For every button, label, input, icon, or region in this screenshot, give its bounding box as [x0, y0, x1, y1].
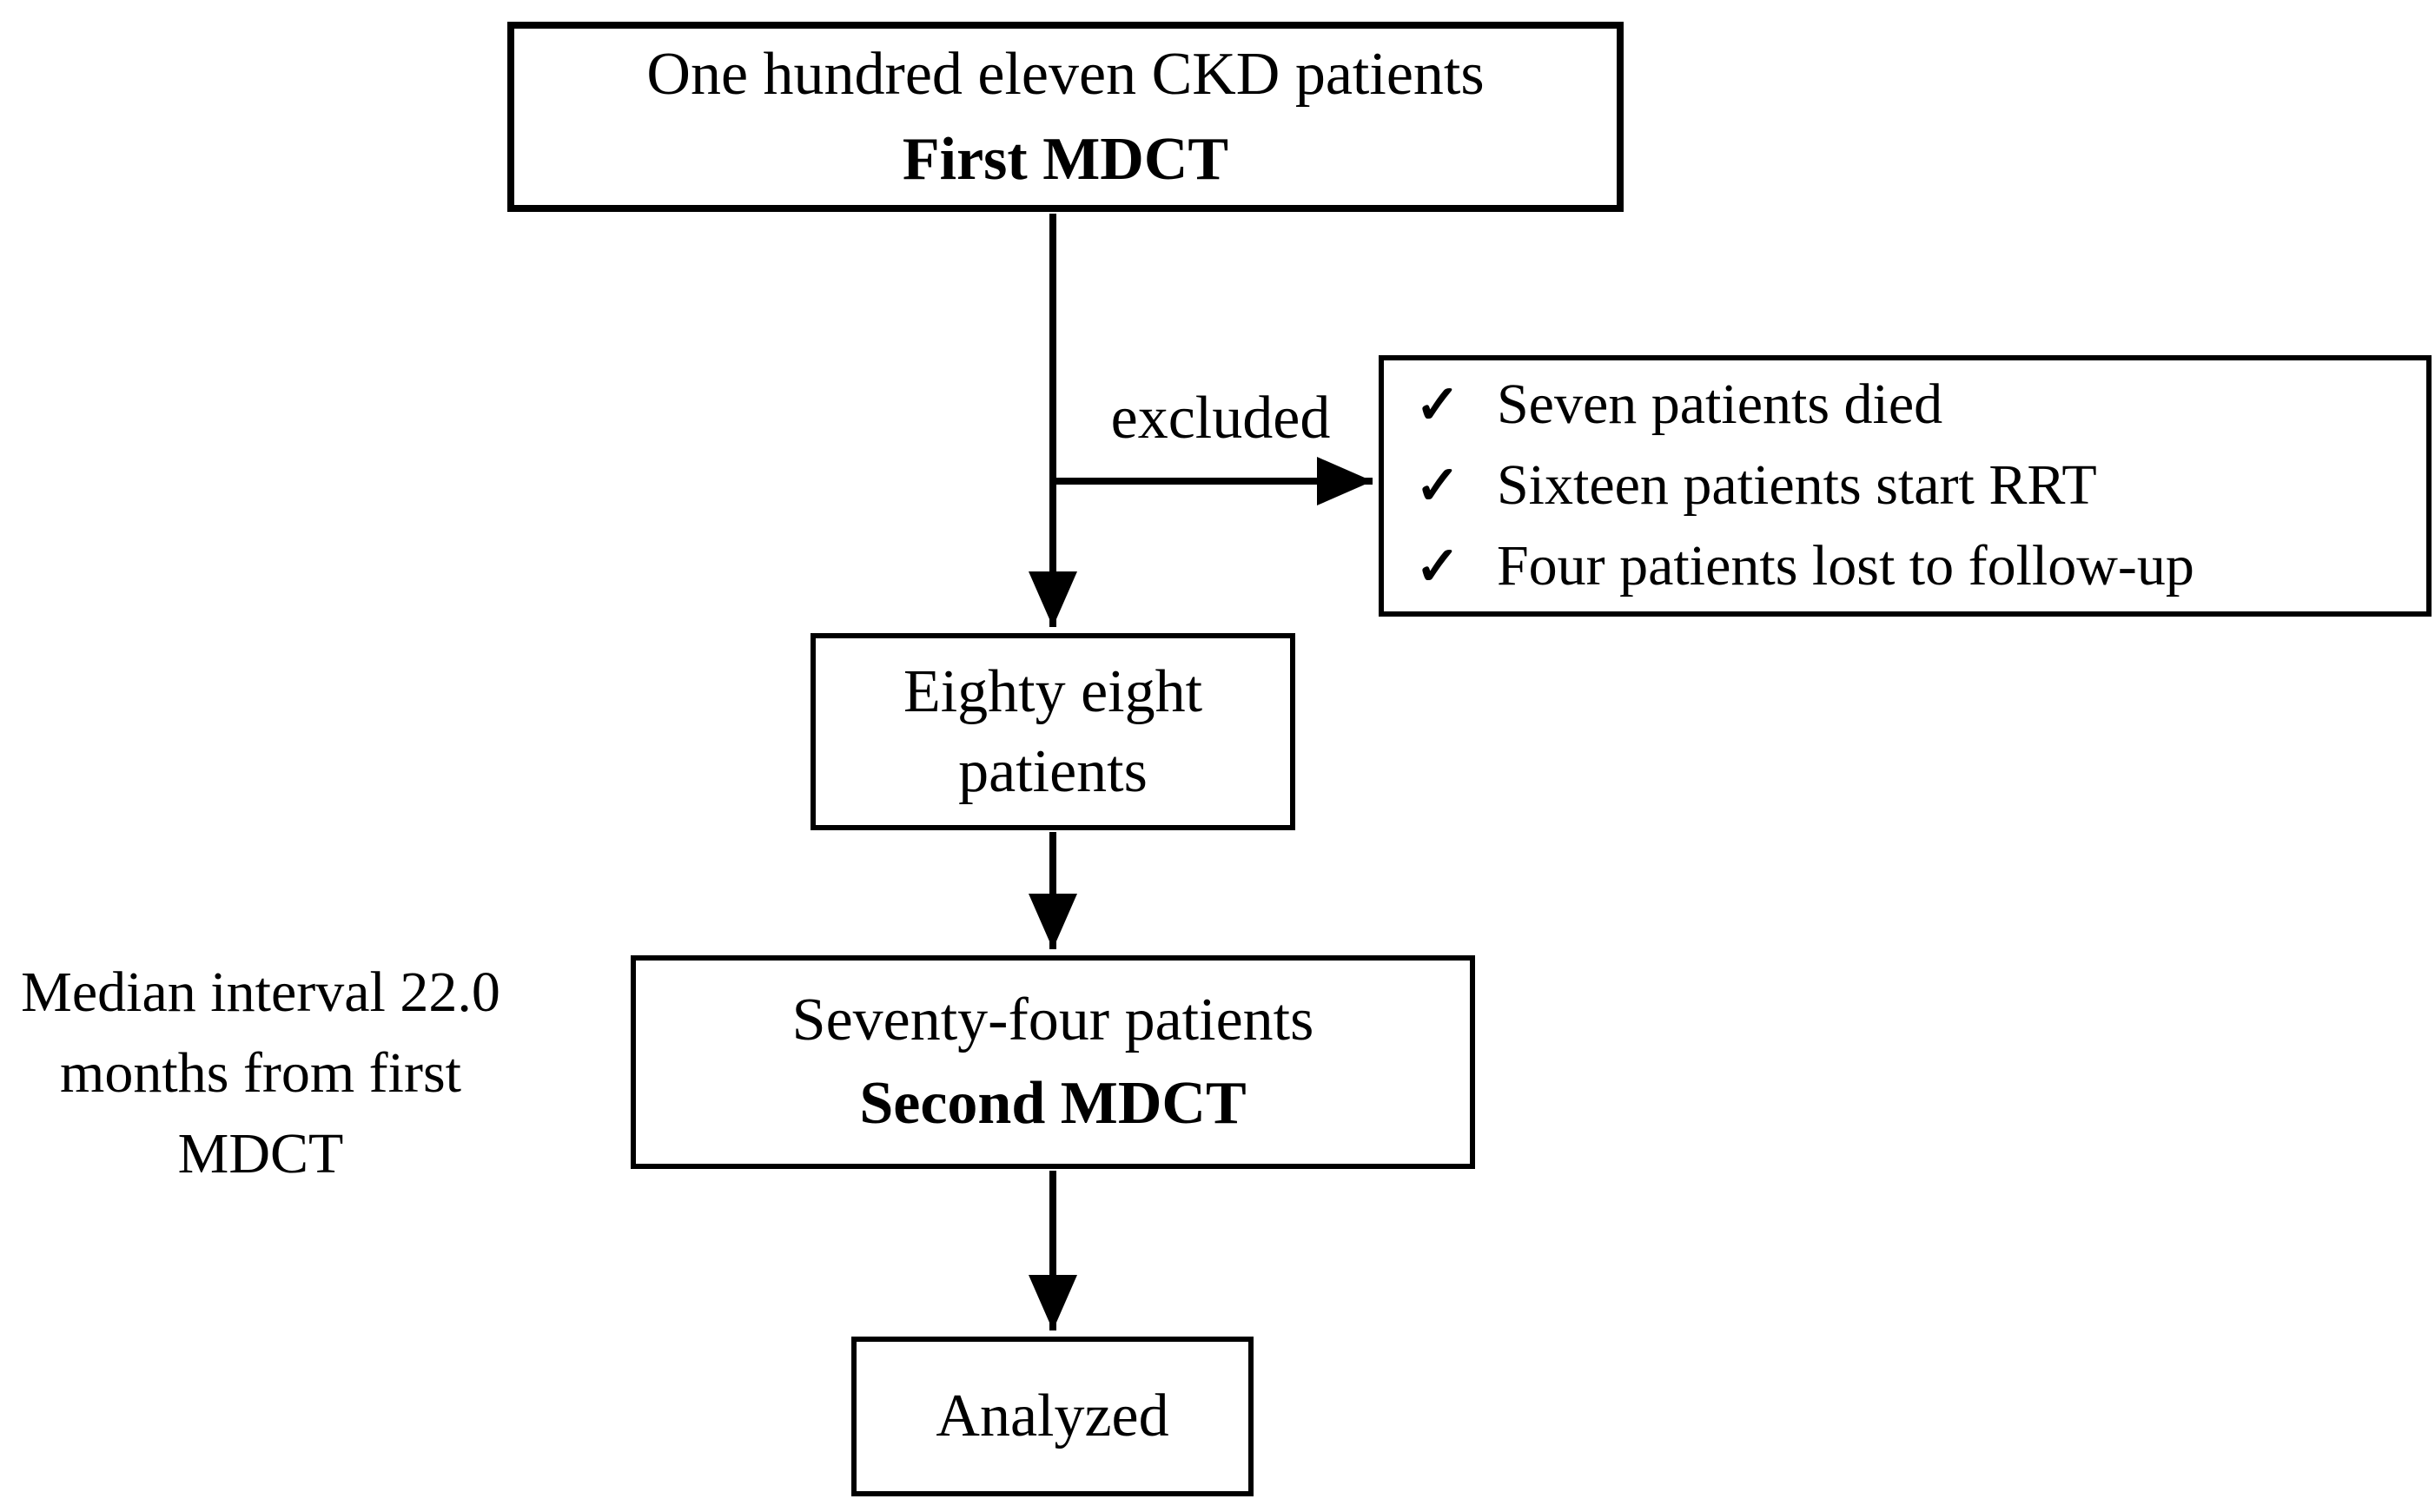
first-mdct-box: One hundred eleven CKD patients First MD… — [507, 22, 1624, 212]
eighty-eight-patients-box: Eighty eight patients — [811, 633, 1295, 830]
check-icon: ✓ — [1415, 457, 1460, 516]
analyzed-box: Analyzed — [851, 1337, 1254, 1496]
check-icon: ✓ — [1415, 376, 1460, 435]
eighty-eight-box-line1: Eighty eight — [903, 657, 1203, 725]
median-interval-note: Median interval 22.0 months from first M… — [0, 952, 521, 1194]
second-mdct-box-line1: Seventy-four patients — [791, 987, 1314, 1053]
first-mdct-box-line2: First MDCT — [902, 125, 1229, 193]
exclusion-item: ✓ Four patients lost to follow-up — [1415, 526, 2194, 607]
first-mdct-box-line1: One hundred eleven CKD patients — [646, 40, 1485, 108]
median-note-line1: Median interval — [21, 961, 386, 1024]
exclusion-reasons-box: ✓ Seven patients died ✓ Sixteen patients… — [1379, 355, 2432, 617]
eighty-eight-box-line2: patients — [958, 737, 1148, 805]
exclusion-item: ✓ Sixteen patients start RRT — [1415, 446, 2097, 526]
median-note-line3: from first MDCT — [177, 1041, 461, 1185]
exclusion-item-text: Four patients lost to follow-up — [1496, 534, 2194, 598]
analyzed-box-label: Analyzed — [936, 1383, 1169, 1449]
exclusion-item-text: Seven patients died — [1496, 373, 1943, 436]
exclusion-item: ✓ Seven patients died — [1415, 365, 1942, 446]
exclusion-item-text: Sixteen patients start RRT — [1496, 453, 2097, 517]
check-icon: ✓ — [1415, 538, 1460, 597]
median-note-line2: 22.0 months — [60, 961, 500, 1105]
second-mdct-box-line2: Second MDCT — [859, 1070, 1247, 1137]
excluded-arrow-label: excluded — [1110, 385, 1331, 452]
second-mdct-box: Seventy-four patients Second MDCT — [631, 955, 1475, 1169]
